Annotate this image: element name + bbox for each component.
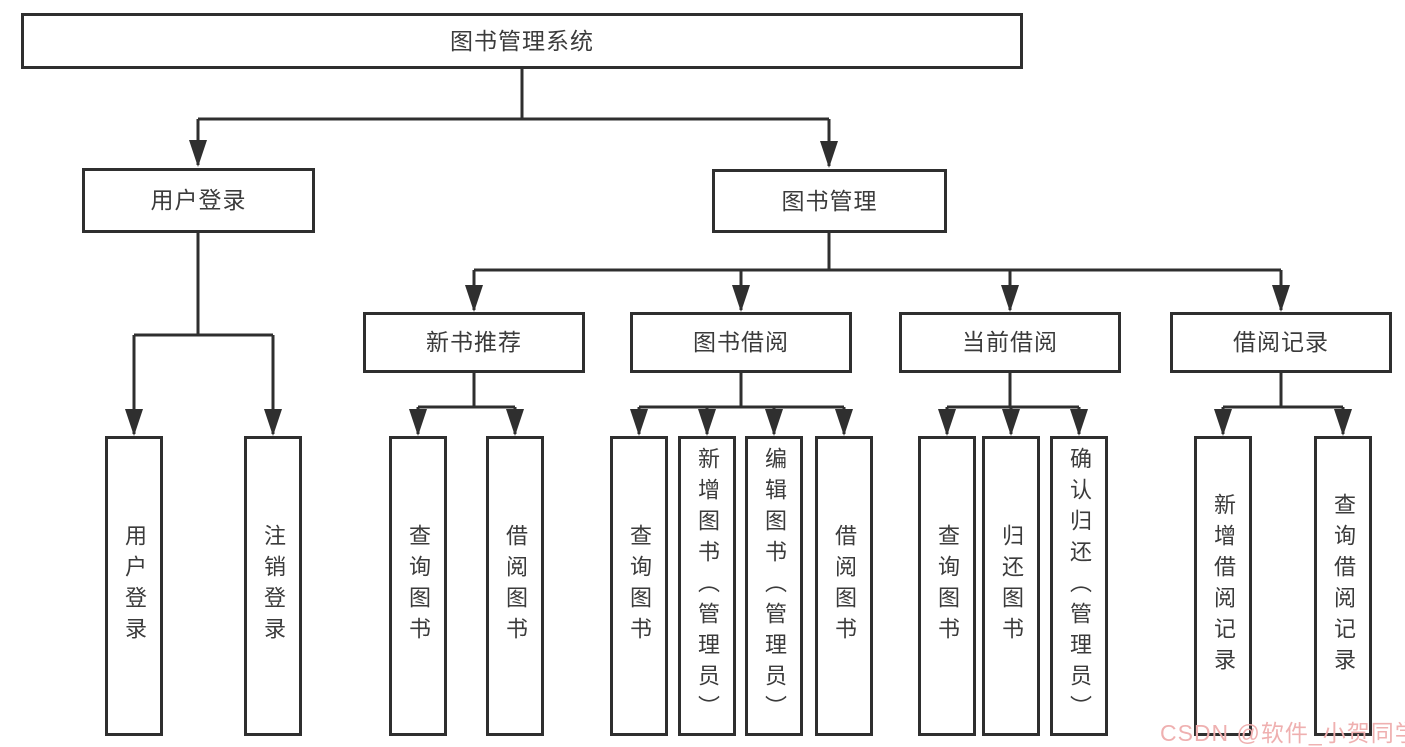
leaf-add-books-admin-label: 新增图书（管理员） [695,446,720,726]
node-book-management: 图书管理 [712,169,947,233]
leaf-confirm-return-admin-label: 确认归还（管理员） [1067,446,1092,726]
leaf-edit-books-admin-label: 编辑图书（管理员） [762,446,787,726]
node-borrowing-records-label: 借阅记录 [1233,329,1329,355]
node-current-borrowing: 当前借阅 [899,312,1121,373]
leaf-logout: 注销登录 [244,436,302,736]
leaf-query-borrow-record: 查询借阅记录 [1314,436,1372,736]
leaf-user-login-label: 用户登录 [122,524,147,648]
leaf-query-books-2-label: 查询图书 [627,524,652,648]
connector-stems [132,69,1345,434]
leaf-add-books-admin: 新增图书（管理员） [678,436,736,736]
leaf-add-borrow-record-label: 新增借阅记录 [1211,493,1236,679]
leaf-user-login: 用户登录 [105,436,163,736]
leaf-edit-books-admin: 编辑图书（管理员） [745,436,803,736]
leaf-borrow-books-1: 借阅图书 [486,436,544,736]
leaf-query-books-3-label: 查询图书 [935,524,960,648]
node-borrowing-records: 借阅记录 [1170,312,1392,373]
node-root-label: 图书管理系统 [450,27,594,54]
leaf-borrow-books-2-label: 借阅图书 [832,524,857,648]
leaf-return-books-label: 归还图书 [999,524,1024,648]
node-book-management-label: 图书管理 [781,187,878,214]
node-book-borrowing-label: 图书借阅 [693,329,789,355]
leaf-borrow-books-2: 借阅图书 [815,436,873,736]
node-current-borrowing-label: 当前借阅 [962,329,1058,355]
node-root: 图书管理系统 [21,13,1023,69]
csdn-watermark: CSDN @软件_小贺同学 [1160,720,1405,746]
node-user-login-label: 用户登录 [150,187,247,213]
leaf-borrow-books-1-label: 借阅图书 [503,524,528,648]
leaf-logout-label: 注销登录 [261,524,286,648]
node-new-book-recommend-label: 新书推荐 [426,329,522,355]
leaf-query-books-1-label: 查询图书 [406,524,431,648]
leaf-query-borrow-record-label: 查询借阅记录 [1331,493,1356,679]
leaf-confirm-return-admin: 确认归还（管理员） [1050,436,1108,736]
leaf-query-books-3: 查询图书 [918,436,976,736]
node-book-borrowing: 图书借阅 [630,312,852,373]
node-user-login: 用户登录 [82,168,315,233]
node-new-book-recommend: 新书推荐 [363,312,585,373]
leaf-query-books-2: 查询图书 [610,436,668,736]
leaf-add-borrow-record: 新增借阅记录 [1194,436,1252,736]
leaf-return-books: 归还图书 [982,436,1040,736]
leaf-query-books-1: 查询图书 [389,436,447,736]
